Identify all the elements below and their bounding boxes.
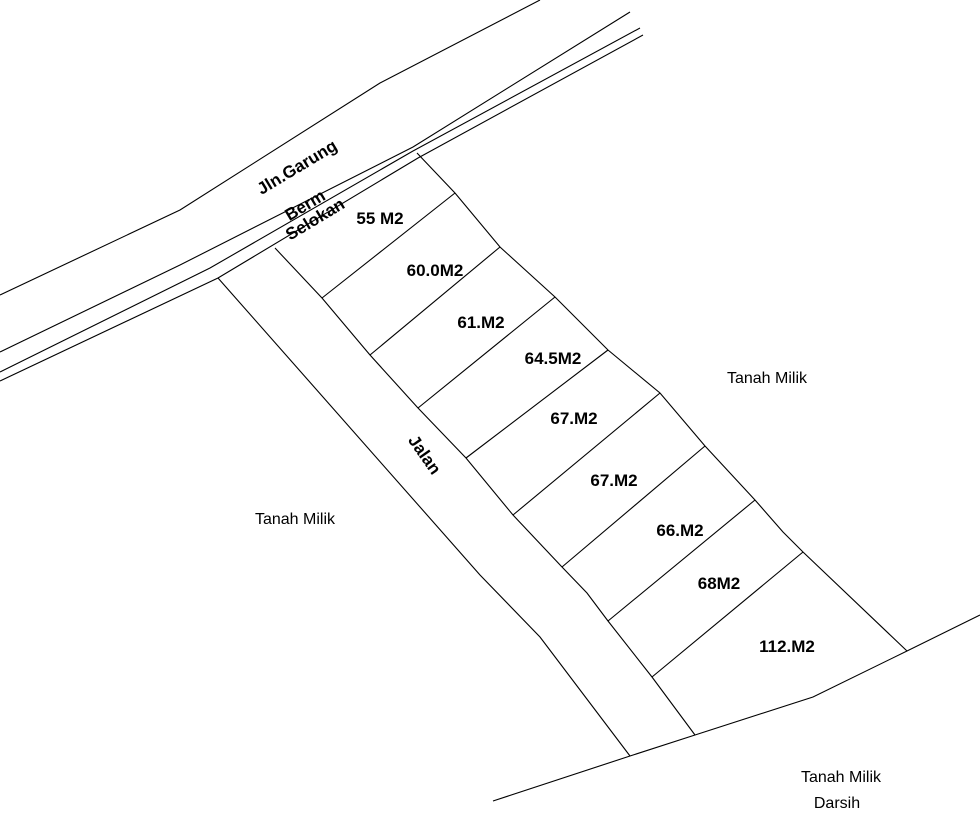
plot-area-label: 61.M2 [457,313,504,332]
road-edge-north [0,0,541,296]
plot-area-label: 68M2 [698,574,741,593]
jalan-west-edge [217,277,631,757]
neighbor-east-label: Tanah Milik [727,370,808,387]
access-road-label: Jalan [404,432,445,479]
drain-line-1 [0,27,641,373]
road-edge-south [0,11,631,353]
plot-dividers [321,192,804,678]
plot-area-label: 60.0M2 [407,261,464,280]
plot-area-label: 55 M2 [356,209,403,228]
plot-area-label: 67.M2 [590,471,637,490]
neighbor-west-label: Tanah Milik [255,511,336,528]
neighbor-south-owner: Darsih [814,795,860,812]
plot-area-label: 64.5M2 [525,349,582,368]
plot-area-label: 112.M2 [759,637,815,656]
south-boundary [492,614,980,802]
plot-area-label: 67.M2 [550,409,597,428]
road-name-label: Jln.Garung [254,136,341,199]
neighbor-south-label: Tanah Milik [801,769,882,786]
plot-area-label: 66.M2 [656,521,703,540]
drain-line-2 [0,34,644,382]
